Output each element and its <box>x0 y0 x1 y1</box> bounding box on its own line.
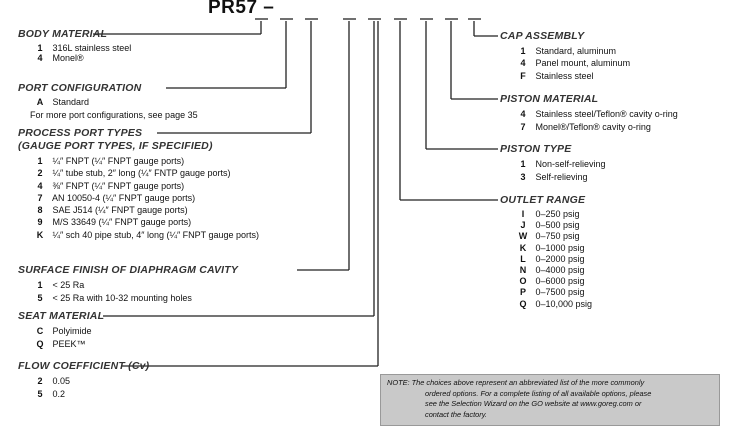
option-item: 1 < 25 Ra <box>37 280 85 290</box>
option-item: O 0–6000 psig <box>519 276 585 287</box>
seat-material-heading: SEAT MATERIAL <box>18 310 105 322</box>
option-item: J 0–500 psig <box>520 220 580 231</box>
body-material-heading: BODY MATERIAL <box>18 28 108 40</box>
option-item: 4 Stainless steel/Teflon® cavity o-ring <box>520 109 678 119</box>
option-item: 5 0.2 <box>37 388 66 399</box>
option-item: Q PEEK™ <box>36 338 86 349</box>
option-item: W 0–750 psig <box>518 231 580 242</box>
option-item: L 0–2000 psig <box>520 253 585 264</box>
piston-type-options: 1 Non-self-relieving 3 Self-relieving <box>513 158 606 183</box>
option-item: 7 AN 10050-4 (¼″ FNPT gauge ports) <box>37 192 196 203</box>
piston-material-options: 4 Stainless steel/Teflon® cavity o-ring … <box>513 108 678 133</box>
outlet-range-heading: OUTLET RANGE <box>500 194 586 206</box>
process-port-heading: PROCESS PORT TYPES <box>18 127 143 139</box>
option-item: 2 0.05 <box>37 376 71 386</box>
option-item: C Polyimide <box>36 326 92 336</box>
option-item: Q 0–10,000 psig <box>519 298 593 309</box>
seat-material-options: C Polyimide Q PEEK™ <box>30 325 92 350</box>
option-item: A Standard <box>36 97 90 107</box>
flow-coefficient-options: 2 0.05 5 0.2 <box>30 375 70 400</box>
option-item: I 0–250 psig <box>521 209 580 219</box>
option-item: K 0–1000 psig <box>519 242 585 253</box>
option-item: 1 Standard, aluminum <box>520 46 617 56</box>
option-item: 5 < 25 Ra with 10-32 mounting holes <box>37 292 192 303</box>
option-item: 2 ¼″ tube stub, 2″ long (¼″ FNTP gauge p… <box>37 168 231 179</box>
process-port-options: 1 ¼″ FNPT (¼″ FNPT gauge ports) 2 ¼″ tub… <box>30 155 259 241</box>
option-item: 7 Monel®/Teflon® cavity o-ring <box>520 121 651 132</box>
option-item: 1 Non-self-relieving <box>520 159 606 169</box>
option-item: 4 Panel mount, aluminum <box>520 58 631 69</box>
port-configuration-heading: PORT CONFIGURATION <box>18 82 142 94</box>
note-line: ordered options. For a complete listing … <box>425 388 652 398</box>
option-item: N 0–4000 psig <box>519 265 585 276</box>
surface-finish-heading: SURFACE FINISH OF DIAPHRAGM CAVITY <box>18 264 239 276</box>
note-line: contact the factory. <box>425 409 487 419</box>
option-item: 4 ⅜″ FNPT (¼″ FNPT gauge ports) <box>37 180 185 191</box>
port-configuration-options: A Standard <box>30 97 89 107</box>
cap-assembly-options: 1 Standard, aluminum 4 Panel mount, alum… <box>513 45 630 82</box>
note-box: NOTE: The choices above represent an abb… <box>380 374 720 426</box>
note-line: see the Selection Wizard on the GO websi… <box>425 399 642 408</box>
piston-material-heading: PISTON MATERIAL <box>500 93 599 105</box>
option-item: F Stainless steel <box>520 70 594 81</box>
option-item: 4 Monel® <box>37 53 84 63</box>
cap-assembly-heading: CAP ASSEMBLY <box>500 30 585 42</box>
surface-finish-options: 1 < 25 Ra 5 < 25 Ra with 10-32 mounting … <box>30 279 192 304</box>
option-item: 3 Self-relieving <box>520 171 588 182</box>
outlet-range-options: I 0–250 psig J 0–500 psig W 0–750 psig K… <box>513 209 592 310</box>
model-title: PR57 – <box>208 0 275 18</box>
body-material-options: 1 316L stainless steel 4 Monel® <box>30 43 131 63</box>
option-item: P 0–7500 psig <box>519 287 585 298</box>
port-configuration-more: For more port configurations, see page 3… <box>30 110 198 120</box>
flow-coefficient-heading: FLOW COEFFICIENT (Cv) <box>18 360 150 372</box>
option-item: 1 ¼″ FNPT (¼″ FNPT gauge ports) <box>37 156 185 166</box>
option-item: 1 316L stainless steel <box>37 43 132 53</box>
note-line: NOTE: The choices above represent an abb… <box>387 378 645 387</box>
option-item: 9 M/S 33649 (¼″ FNPT gauge ports) <box>37 217 192 228</box>
option-item: 8 SAE J514 (¼″ FNPT gauge ports) <box>37 205 188 216</box>
piston-type-heading: PISTON TYPE <box>500 143 572 155</box>
option-item: K ¼″ sch 40 pipe stub, 4″ long (¼″ FNPT … <box>36 229 260 240</box>
process-port-subheading: (GAUGE PORT TYPES, IF SPECIFIED) <box>18 140 213 152</box>
